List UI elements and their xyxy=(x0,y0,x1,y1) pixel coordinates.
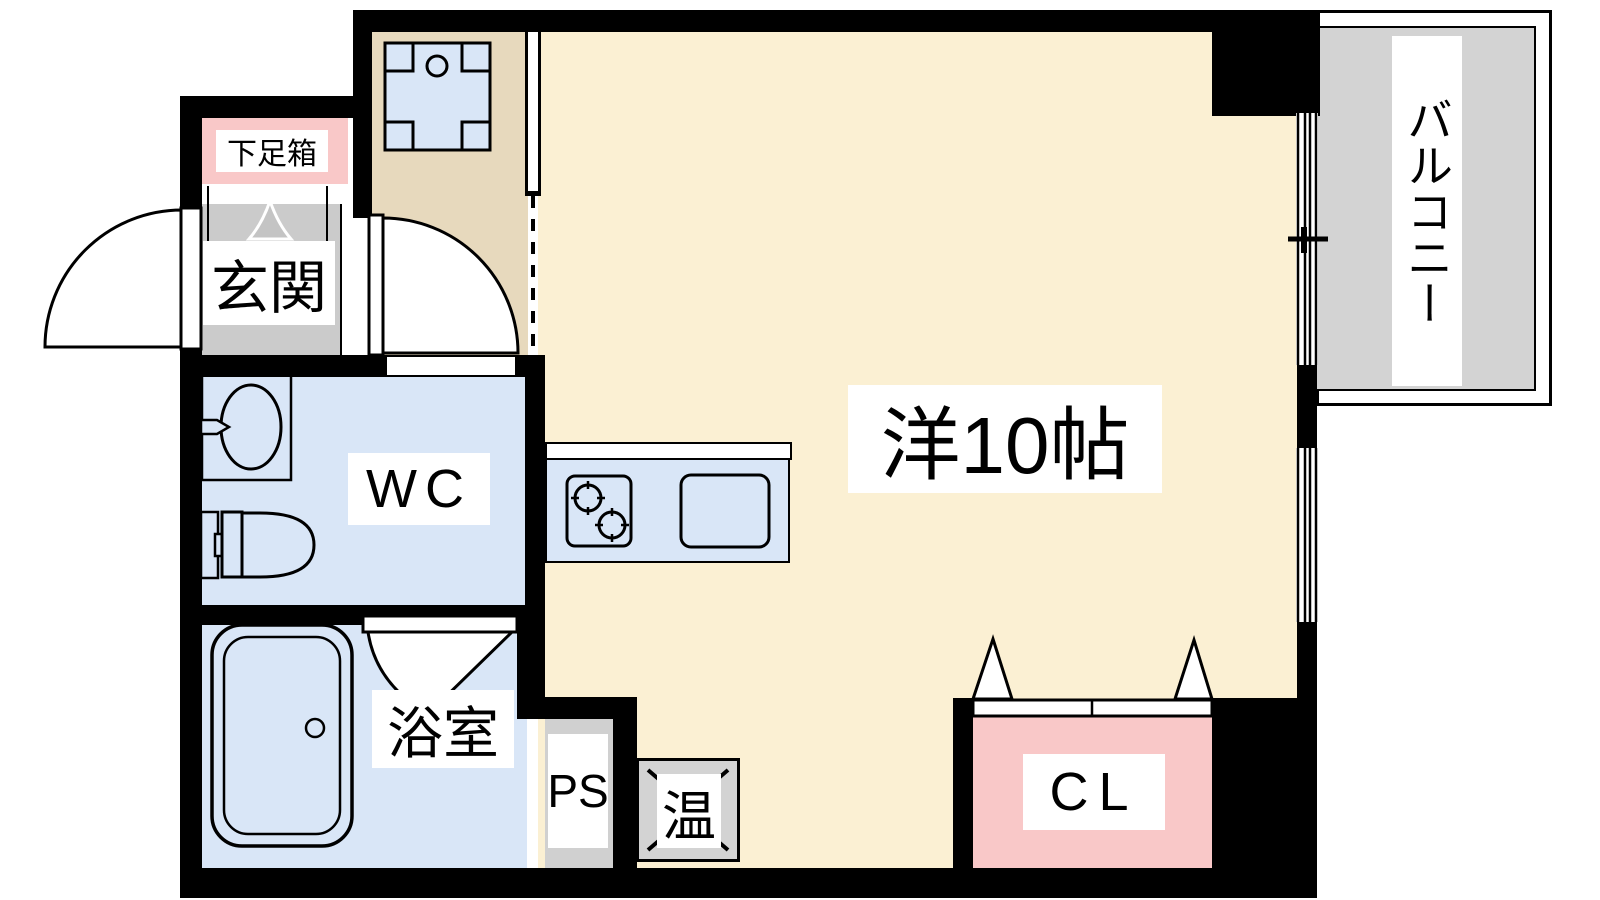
toilet-room-label: WC xyxy=(348,453,490,525)
entrance-label: 玄関 xyxy=(203,241,335,325)
toilet-bath-wall xyxy=(200,605,527,625)
left-wall-lower xyxy=(180,345,202,898)
shoe-box-label: 下足箱 xyxy=(216,130,328,172)
pipe-space-top-wall xyxy=(527,697,637,719)
water-heater-label: 温 xyxy=(657,774,721,848)
partition-end-tick xyxy=(525,191,541,196)
bathroom-label: 浴室 xyxy=(372,690,514,768)
closet-label: CL xyxy=(1023,754,1165,830)
pipe-space-right-wall xyxy=(613,697,637,870)
western-room-label: 洋10帖 xyxy=(848,385,1162,493)
left-wall-upper xyxy=(180,96,202,212)
kitchen-counter xyxy=(545,458,790,563)
pipe-space-label: PS xyxy=(547,734,609,848)
toilet-right-wall xyxy=(525,355,545,625)
closet-right-wall-block xyxy=(1212,698,1317,870)
right-wall-upper-segment xyxy=(1297,363,1317,448)
top-right-corner-wall xyxy=(1212,32,1320,116)
closet-left-wall xyxy=(953,698,973,870)
top-wall xyxy=(353,10,1320,32)
entrance-swing-door-icon xyxy=(43,206,203,351)
balcony-label: バルコニー xyxy=(1392,36,1462,386)
entrance-edge-strip xyxy=(340,204,353,355)
kitchen-room-partition xyxy=(525,29,541,195)
room-boundary-dashed-line xyxy=(531,196,535,355)
entrance-top-wall xyxy=(182,96,372,118)
side-window-icon xyxy=(1296,448,1318,622)
bottom-wall xyxy=(180,868,1317,898)
right-wall-lower-segment xyxy=(1297,622,1317,700)
kitchen-hall-floor xyxy=(372,29,528,355)
toilet-door-opening xyxy=(385,355,517,377)
entrance-step xyxy=(202,184,348,204)
